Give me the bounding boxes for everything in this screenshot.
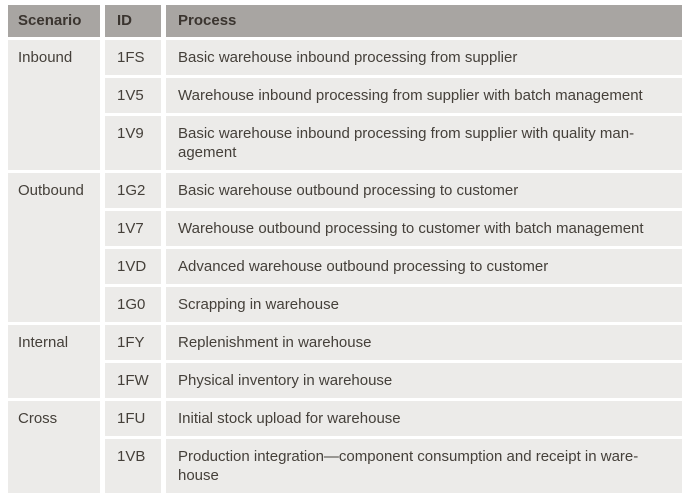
id-cell: 1V9	[105, 116, 161, 170]
column-header-scenario: Scenario	[8, 5, 100, 37]
scenario-cell: Inbound	[8, 40, 100, 170]
process-cell: Advanced warehouse outbound processing t…	[166, 249, 682, 284]
process-cell: Basic warehouse inbound processing from …	[166, 116, 682, 170]
id-cell: 1G2	[105, 173, 161, 208]
process-cell: Warehouse outbound processing to custome…	[166, 211, 682, 246]
process-cell: Physical inventory in warehouse	[166, 363, 682, 398]
process-cell: Replenishment in warehouse	[166, 325, 682, 360]
process-cell: Initial stock upload for warehouse	[166, 401, 682, 436]
id-cell: 1FY	[105, 325, 161, 360]
header-row: Scenario ID Process	[8, 5, 682, 37]
id-cell: 1VD	[105, 249, 161, 284]
id-cell: 1VB	[105, 439, 161, 493]
process-cell: Basic warehouse inbound processing from …	[166, 40, 682, 75]
id-cell: 1FU	[105, 401, 161, 436]
column-header-id: ID	[105, 5, 161, 37]
process-cell: Scrapping in warehouse	[166, 287, 682, 322]
table-header: Scenario ID Process	[8, 5, 682, 37]
id-cell: 1FW	[105, 363, 161, 398]
process-cell: Basic warehouse outbound processing to c…	[166, 173, 682, 208]
scenario-cell: Outbound	[8, 173, 100, 322]
scenario-cell: Cross	[8, 401, 100, 493]
process-cell: Warehouse inbound processing from suppli…	[166, 78, 682, 113]
process-cell: Production integration—component consump…	[166, 439, 682, 493]
id-cell: 1FS	[105, 40, 161, 75]
id-cell: 1V5	[105, 78, 161, 113]
scenario-cell: Internal	[8, 325, 100, 398]
id-cell: 1V7	[105, 211, 161, 246]
id-cell: 1G0	[105, 287, 161, 322]
column-header-process: Process	[166, 5, 682, 37]
